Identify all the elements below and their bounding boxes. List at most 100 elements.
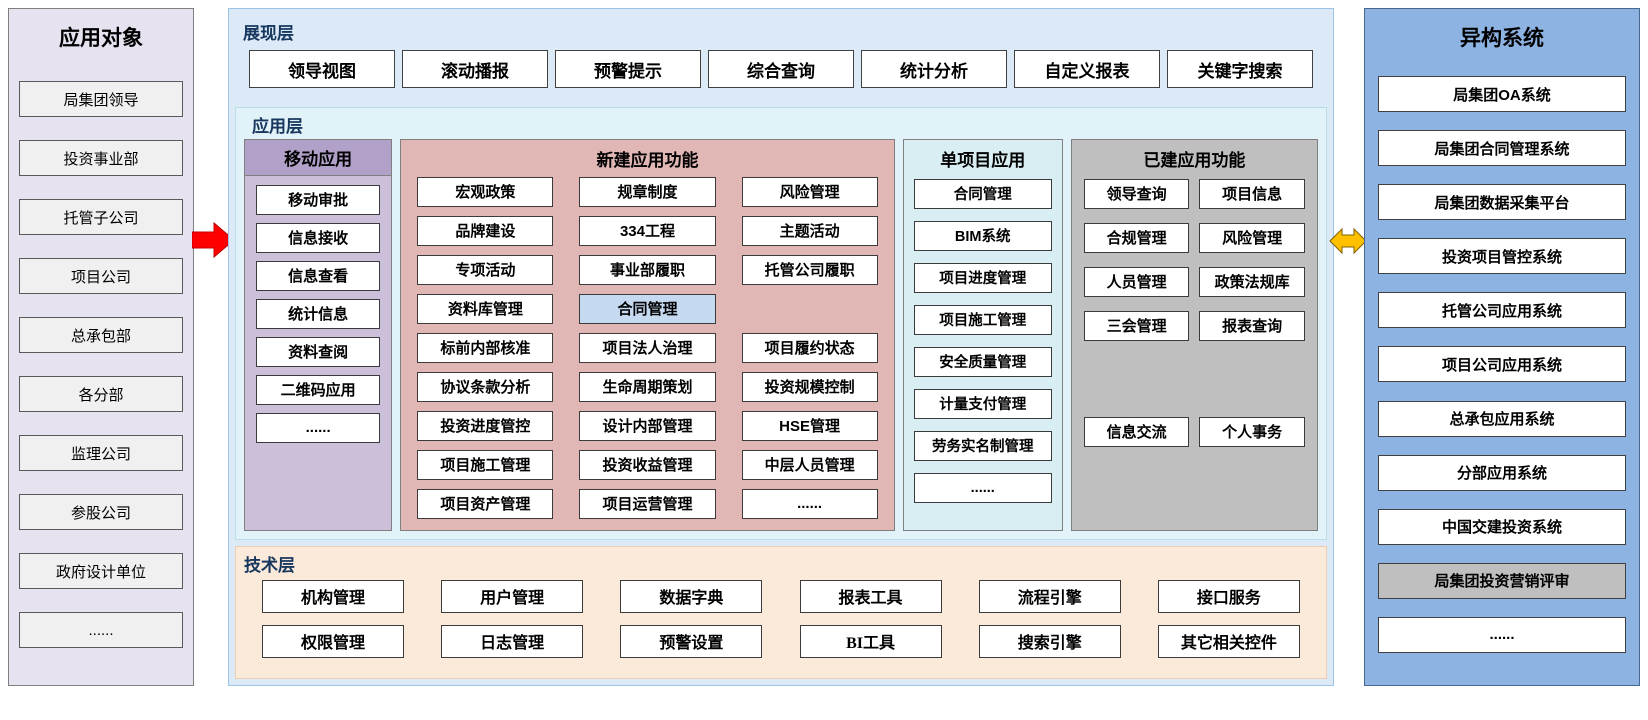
single-project-item: 合同管理: [913, 178, 1052, 209]
presentation-item: 滚动播报: [402, 50, 548, 88]
built-app-item: 项目信息: [1199, 178, 1305, 209]
mobile-apps-panel: 移动应用 移动审批 信息接收 信息查看 统计信息 资料查阅 二维码应用 ....…: [244, 138, 393, 531]
app-object-item: 总承包部: [19, 317, 183, 353]
technical-item: 其它相关控件: [1157, 624, 1300, 658]
technical-layer: 技术层 机构管理 用户管理 数据字典 报表工具 流程引擎 接口服务 权限管理 日…: [235, 545, 1327, 679]
hetero-system-item: 项目公司应用系统: [1378, 346, 1626, 383]
built-app-item: 政策法规库: [1199, 266, 1305, 297]
presentation-item: 自定义报表: [1014, 50, 1160, 88]
technical-item: 接口服务: [1157, 579, 1300, 613]
presentation-items: 领导视图 滚动播报 预警提示 综合查询 统计分析 自定义报表 关键字搜索: [235, 46, 1327, 88]
new-app-item: 设计内部管理: [579, 410, 716, 441]
built-app-item: 合规管理: [1083, 222, 1190, 253]
built-app-item: 个人事务: [1199, 416, 1305, 447]
new-app-item: 项目施工管理: [417, 449, 554, 480]
mobile-app-item: 二维码应用: [256, 374, 381, 405]
technical-row-1: 机构管理 用户管理 数据字典 报表工具 流程引擎 接口服务: [262, 579, 1300, 613]
new-apps-grid: 宏观政策 规章制度 风险管理 品牌建设 334工程 主题活动 专项活动 事业部履…: [401, 175, 893, 519]
new-app-item: 334工程: [579, 215, 716, 246]
technical-item: 数据字典: [620, 579, 763, 613]
new-app-item: 投资收益管理: [579, 449, 716, 480]
built-apps-panel: 已建应用功能 领导查询 项目信息 合规管理 风险管理 人员管理 政策法规库 三会…: [1070, 138, 1318, 531]
app-object-item: 托管子公司: [19, 199, 183, 235]
new-apps-title: 新建应用功能: [596, 150, 699, 170]
new-app-item: 品牌建设: [417, 215, 554, 246]
app-object-item: 政府设计单位: [19, 553, 183, 589]
single-project-panel: 单项目应用 合同管理 BIM系统 项目进度管理 项目施工管理 安全质量管理 计量…: [902, 138, 1063, 531]
mobile-app-item: 信息查看: [256, 260, 381, 291]
single-project-item: 项目施工管理: [913, 304, 1052, 335]
hetero-system-item-ellipsis: ......: [1378, 616, 1626, 653]
single-project-list: 合同管理 BIM系统 项目进度管理 项目施工管理 安全质量管理 计量支付管理 劳…: [904, 175, 1062, 503]
presentation-layer-title: 展现层: [243, 24, 294, 43]
built-app-item: 风险管理: [1199, 222, 1305, 253]
platform-core: 展现层 领导视图 滚动播报 预警提示 综合查询 统计分析 自定义报表 关键字搜索…: [228, 8, 1334, 686]
built-app-item: 信息交流: [1083, 416, 1190, 447]
hetero-system-item: 局集团OA系统: [1378, 76, 1626, 113]
new-app-item: HSE管理: [741, 410, 878, 441]
technical-item: 流程引擎: [978, 579, 1121, 613]
mobile-apps-title: 移动应用: [245, 139, 392, 176]
presentation-item: 预警提示: [555, 50, 701, 88]
presentation-item: 统计分析: [861, 50, 1007, 88]
app-object-item: 局集团领导: [19, 81, 183, 117]
technical-item: 机构管理: [262, 579, 404, 613]
new-app-item: 风险管理: [741, 176, 878, 207]
built-apps-grid: 领导查询 项目信息 合规管理 风险管理 人员管理 政策法规库 三会管理 报表查询…: [1072, 175, 1317, 447]
built-apps-gap: [1084, 355, 1305, 403]
new-app-item: 协议条款分析: [417, 371, 554, 402]
red-right-arrow-icon: [192, 221, 234, 259]
hetero-system-item: 托管公司应用系统: [1378, 292, 1626, 329]
technical-layer-title: 技术层: [244, 555, 295, 575]
built-apps-title: 已建应用功能: [1143, 150, 1246, 170]
single-project-title: 单项目应用: [940, 150, 1026, 170]
mobile-app-item: 统计信息: [256, 298, 381, 329]
heterogeneous-systems-list: 局集团OA系统 局集团合同管理系统 局集团数据采集平台 投资项目管控系统 托管公…: [1365, 56, 1639, 685]
new-app-item: 标前内部核准: [417, 332, 554, 363]
single-project-item: 计量支付管理: [913, 388, 1052, 419]
app-object-item: 参股公司: [19, 494, 183, 530]
new-app-item: 项目法人治理: [579, 332, 716, 363]
single-project-item: 项目进度管理: [913, 262, 1052, 293]
new-app-item: 规章制度: [579, 176, 716, 207]
application-objects-list: 局集团领导 投资事业部 托管子公司 项目公司 总承包部 各分部 监理公司 参股公…: [9, 56, 193, 685]
built-app-item: 报表查询: [1199, 310, 1305, 341]
new-app-item: 投资规模控制: [741, 371, 878, 402]
presentation-layer: 展现层 领导视图 滚动播报 预警提示 综合查询 统计分析 自定义报表 关键字搜索: [235, 15, 1327, 101]
presentation-item: 领导视图: [249, 50, 395, 88]
new-app-item: 事业部履职: [579, 254, 716, 285]
app-object-item: 投资事业部: [19, 140, 183, 176]
hetero-system-item-highlight: 局集团投资营销评审: [1378, 562, 1626, 599]
mobile-app-item: 信息接收: [256, 222, 381, 253]
built-app-item: 领导查询: [1083, 178, 1190, 209]
heterogeneous-systems-title: 异构系统: [1460, 27, 1544, 50]
built-app-item: 人员管理: [1083, 266, 1190, 297]
hetero-system-item: 局集团数据采集平台: [1378, 184, 1626, 221]
new-app-item: 托管公司履职: [741, 254, 878, 285]
new-app-item: 主题活动: [741, 215, 878, 246]
app-object-item-ellipsis: ......: [19, 612, 183, 648]
new-apps-panel: 新建应用功能 宏观政策 规章制度 风险管理 品牌建设 334工程 主题活动 专项…: [400, 138, 895, 531]
sync-double-arrow-icon: [1329, 227, 1367, 255]
single-project-item: 安全质量管理: [913, 346, 1052, 377]
presentation-item: 综合查询: [708, 50, 854, 88]
heterogeneous-systems-panel: 异构系统 局集团OA系统 局集团合同管理系统 局集团数据采集平台 投资项目管控系…: [1364, 8, 1640, 686]
mobile-app-item: 资料查阅: [256, 336, 381, 367]
technical-row-2: 权限管理 日志管理 预警设置 BI工具 搜索引擎 其它相关控件: [262, 624, 1300, 658]
new-app-item-ellipsis: ......: [741, 488, 878, 519]
technical-item: 搜索引擎: [978, 624, 1121, 658]
new-app-item-contract-highlight: 合同管理: [579, 293, 716, 324]
new-app-item: 项目履约状态: [741, 332, 878, 363]
mobile-app-item-ellipsis: ......: [256, 412, 381, 443]
new-app-item: 专项活动: [417, 254, 554, 285]
application-layer: 应用层 移动应用 移动审批 信息接收 信息查看 统计信息 资料查阅 二维码应用 …: [235, 106, 1327, 540]
hetero-system-item: 分部应用系统: [1378, 454, 1626, 491]
application-objects-panel: 应用对象 局集团领导 投资事业部 托管子公司 项目公司 总承包部 各分部 监理公…: [8, 8, 194, 686]
single-project-item: BIM系统: [913, 220, 1052, 251]
new-app-item: 中层人员管理: [741, 449, 878, 480]
app-object-item: 监理公司: [19, 435, 183, 471]
single-project-item-ellipsis: ......: [913, 472, 1052, 503]
application-objects-title: 应用对象: [59, 27, 143, 50]
new-app-item: 投资进度管控: [417, 410, 554, 441]
technical-item: 用户管理: [441, 579, 584, 613]
